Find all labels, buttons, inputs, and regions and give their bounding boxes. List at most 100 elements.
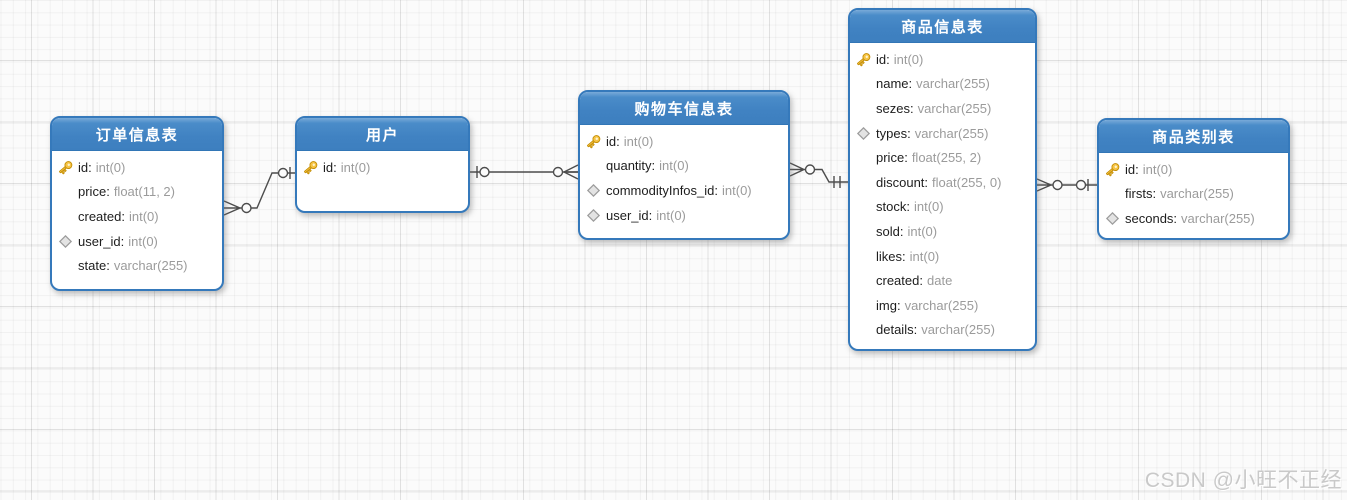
field-row[interactable]: sold int(0) (850, 219, 1035, 244)
entity-title[interactable]: 用户 (297, 118, 468, 151)
field-type: int(0) (623, 133, 654, 149)
field-row[interactable]: price float(255, 2) (850, 145, 1035, 170)
field-row[interactable]: created int(0) (52, 204, 222, 229)
entity-title[interactable]: 商品信息表 (850, 10, 1035, 43)
field-name: img (876, 298, 901, 313)
field-type: varchar(255) (921, 322, 995, 338)
field-type: float(11, 2) (113, 184, 175, 200)
field-row[interactable]: id int(0) (1099, 157, 1288, 182)
field-name: name (876, 76, 912, 91)
field-type: float(255, 0) (932, 174, 1002, 190)
field-row[interactable]: price float(11, 2) (52, 180, 222, 205)
field-name: user_id (78, 234, 124, 249)
field-row[interactable]: sezes varchar(255) (850, 96, 1035, 121)
field-row[interactable]: id int(0) (52, 155, 222, 180)
entity-title[interactable]: 订单信息表 (52, 118, 222, 151)
field-name: firsts (1125, 186, 1156, 201)
entity-field-list: id int(0) name varchar(255) sezes varcha… (850, 43, 1035, 342)
foreign-key-icon (580, 207, 606, 224)
field-name: id (606, 134, 620, 149)
field-row[interactable]: id int(0) (850, 47, 1035, 72)
foreign-key-icon (580, 182, 606, 199)
field-name: sold (876, 224, 903, 239)
field-row[interactable]: img varchar(255) (850, 293, 1035, 318)
field-name: quantity (606, 158, 655, 173)
field-type: int(0) (907, 223, 938, 239)
relationship-product-category[interactable] (1036, 178, 1097, 192)
field-name: id (1125, 162, 1139, 177)
field-row[interactable]: details varchar(255) (850, 318, 1035, 343)
field-type: int(0) (1142, 161, 1173, 177)
field-type: int(0) (722, 182, 752, 198)
field-name: stock (876, 199, 910, 214)
field-type: varchar(255) (113, 258, 188, 274)
entity-card-user[interactable]: 用户 id int(0) (295, 116, 470, 213)
field-type: int(0) (893, 51, 924, 67)
field-type: int(0) (340, 159, 371, 175)
field-name: state (78, 258, 110, 273)
field-name: created (876, 273, 923, 288)
primary-key-icon (850, 51, 876, 68)
field-name: discount (876, 175, 928, 190)
field-type: varchar(255) (1181, 210, 1255, 226)
watermark: CSDN @小旺不正经 (1144, 469, 1342, 492)
field-name: id (323, 160, 337, 175)
field-row[interactable]: id int(0) (580, 129, 788, 154)
relationship-cart-product[interactable] (789, 162, 848, 188)
field-type: date (927, 273, 953, 289)
field-type: int(0) (913, 199, 944, 215)
field-name: sezes (876, 101, 914, 116)
entity-field-list: id int(0) (297, 151, 468, 180)
entity-title[interactable]: 购物车信息表 (580, 92, 788, 125)
primary-key-icon (52, 159, 78, 176)
entity-card-product[interactable]: 商品信息表 id int(0) name varchar(255) sezes … (848, 8, 1037, 351)
field-name: id (78, 160, 92, 175)
field-type: int(0) (656, 207, 686, 223)
entity-card-cart[interactable]: 购物车信息表 id int(0) quantity int(0) commodi… (578, 90, 790, 240)
entity-card-category[interactable]: 商品类别表 id int(0) firsts varchar(255) seco… (1097, 118, 1290, 240)
field-row[interactable]: commodityInfos_id int(0) (580, 178, 788, 203)
field-name: user_id (606, 208, 652, 223)
field-row[interactable]: discount float(255, 0) (850, 170, 1035, 195)
entity-field-list: id int(0) firsts varchar(255) seconds va… (1099, 153, 1288, 231)
field-row[interactable]: user_id int(0) (580, 203, 788, 228)
field-row[interactable]: name varchar(255) (850, 72, 1035, 97)
entity-field-list: id int(0) price float(11, 2) created int… (52, 151, 222, 278)
field-name: types (876, 126, 911, 141)
field-name: price (78, 184, 110, 199)
field-type: varchar(255) (917, 100, 992, 116)
field-row[interactable]: id int(0) (297, 155, 468, 180)
field-name: created (78, 209, 125, 224)
entity-card-order[interactable]: 订单信息表 id int(0) price float(11, 2) creat… (50, 116, 224, 291)
field-name: details (876, 322, 917, 337)
field-row[interactable]: created date (850, 268, 1035, 293)
primary-key-icon (1099, 161, 1125, 178)
field-row[interactable]: stock int(0) (850, 195, 1035, 220)
field-type: int(0) (128, 233, 158, 249)
field-type: varchar(255) (1160, 186, 1234, 202)
field-type: int(0) (659, 158, 689, 174)
field-row[interactable]: quantity int(0) (580, 154, 788, 179)
field-row[interactable]: state varchar(255) (52, 253, 222, 278)
relationship-order-user[interactable] (223, 167, 295, 216)
field-row[interactable]: seconds varchar(255) (1099, 206, 1288, 231)
field-type: int(0) (129, 208, 159, 224)
field-name: likes (876, 249, 906, 264)
field-row[interactable]: likes int(0) (850, 244, 1035, 269)
foreign-key-icon (1099, 210, 1125, 227)
field-type: float(255, 2) (911, 150, 982, 166)
relationship-user-cart[interactable] (470, 164, 579, 180)
field-name: commodityInfos_id (606, 183, 718, 198)
field-row[interactable]: user_id int(0) (52, 229, 222, 254)
field-name: price (876, 150, 908, 165)
field-name: seconds (1125, 211, 1177, 226)
field-type: varchar(255) (914, 125, 989, 141)
entity-title[interactable]: 商品类别表 (1099, 120, 1288, 153)
entity-field-list: id int(0) quantity int(0) commodityInfos… (580, 125, 788, 227)
foreign-key-icon (52, 233, 78, 250)
field-name: id (876, 52, 890, 67)
field-row[interactable]: firsts varchar(255) (1099, 182, 1288, 207)
field-type: varchar(255) (904, 297, 979, 313)
field-row[interactable]: types varchar(255) (850, 121, 1035, 146)
